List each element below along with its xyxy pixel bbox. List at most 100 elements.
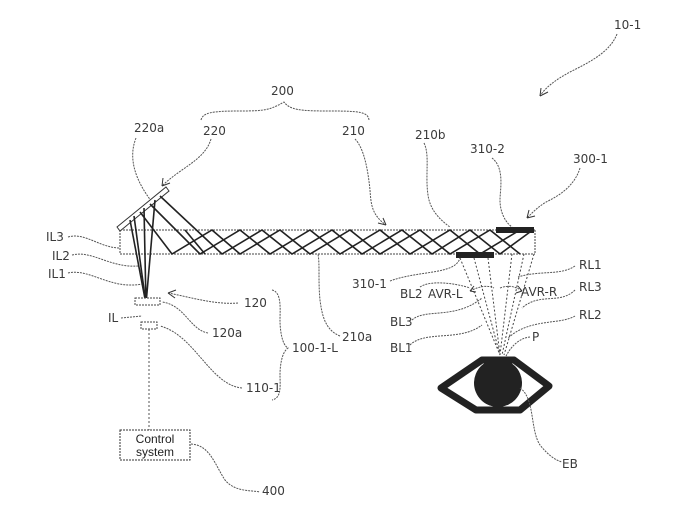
- image-light-labels: IL3 IL2 IL1 IL: [46, 230, 143, 325]
- angle-indicators: [469, 285, 523, 294]
- label-220a: 220a: [134, 121, 164, 135]
- label-avr-r: AVR-R: [521, 285, 557, 299]
- left-beam-labels: BL2 AVR-L BL3 BL1: [390, 282, 483, 355]
- label-310-2: 310-2: [470, 142, 505, 156]
- angle-arc-right: [499, 285, 523, 292]
- label-il: IL: [108, 311, 119, 325]
- eyeball-label-group: EB: [519, 387, 578, 471]
- waveguide-label-group: 210: [342, 124, 387, 226]
- beam-bl3: [487, 257, 501, 356]
- label-120: 120: [244, 296, 267, 310]
- label-210b: 210b: [415, 128, 446, 142]
- arrowhead-10-1: [539, 87, 549, 97]
- image-ray-il2: [143, 207, 147, 305]
- leader-220a: [132, 137, 153, 203]
- label-200: 200: [271, 84, 294, 98]
- leader-210: [354, 138, 387, 226]
- beam-rl2: [499, 253, 513, 356]
- control-box-line1: Control: [136, 432, 175, 446]
- pupil-label-group: P: [505, 330, 539, 357]
- lens-120: [134, 297, 161, 306]
- output-beams: [459, 253, 535, 356]
- light-source-110-1: [140, 321, 158, 330]
- guided-ray-3: [159, 195, 531, 256]
- control-box-line2: system: [136, 445, 174, 459]
- label-bl3: BL3: [390, 315, 413, 329]
- reflector-labels: 220a 220: [132, 121, 226, 203]
- projector-100-1-l: [134, 297, 161, 430]
- image-light-rays: [129, 199, 156, 305]
- label-bl1: BL1: [390, 341, 413, 355]
- image-ray-il: [129, 219, 147, 305]
- label-110-1: 110-1: [246, 381, 281, 395]
- beam-rl3: [501, 253, 525, 356]
- beam-bl1: [459, 257, 501, 356]
- label-rl2: RL2: [579, 308, 602, 322]
- label-bl2: BL2: [400, 287, 423, 301]
- reflector-220: [116, 186, 170, 232]
- eye: [437, 356, 553, 414]
- arrowhead-300-1: [526, 209, 536, 219]
- brace-200: [200, 101, 370, 121]
- out-coupler-310-1: [456, 252, 494, 258]
- leader-210b: [423, 142, 451, 228]
- leader-il1: [67, 271, 143, 286]
- leader-bl3: [411, 297, 483, 321]
- group-200: 200: [200, 84, 370, 121]
- reference-10-1: 10-1: [539, 18, 641, 97]
- image-ray-il1: [145, 199, 156, 305]
- leader-210a: [317, 253, 341, 337]
- label-210: 210: [342, 124, 365, 138]
- guided-ray-2: [149, 203, 521, 256]
- brace-100-1-l: [271, 289, 289, 401]
- label-p: P: [532, 330, 539, 344]
- reflector-plate: [116, 186, 170, 232]
- leader-220: [161, 138, 212, 187]
- beam-bl2: [473, 257, 501, 356]
- leader-310-2: [491, 157, 513, 228]
- leader-bl2: [419, 282, 471, 289]
- arrowhead-220: [161, 177, 171, 187]
- control-system: Control system 400: [119, 429, 285, 498]
- leader-310-1: [389, 257, 461, 282]
- label-eb: EB: [562, 457, 578, 471]
- leader-eb: [519, 387, 563, 463]
- angle-arrowhead-left: [469, 285, 477, 293]
- leader-120: [167, 292, 239, 304]
- leader-120a: [161, 301, 209, 334]
- leader-il: [120, 315, 143, 319]
- guided-ray-1: [139, 211, 521, 256]
- arrowhead-120: [167, 289, 177, 299]
- label-10-1: 10-1: [614, 18, 641, 32]
- leader-rl1: [517, 265, 576, 278]
- label-210b-group: 210b: [415, 128, 451, 228]
- arrowhead-210: [377, 217, 387, 226]
- leader-il2: [71, 253, 139, 267]
- label-210a: 210a: [342, 330, 372, 344]
- label-120a: 120a: [212, 326, 242, 340]
- leader-110-1: [159, 325, 243, 389]
- label-300-1-group: 300-1: [526, 152, 608, 219]
- leader-rl3: [521, 289, 576, 309]
- leader-rl2: [507, 315, 576, 339]
- label-210a-group: 210a: [317, 253, 372, 344]
- label-avr-l: AVR-L: [428, 287, 463, 301]
- label-300-1: 300-1: [573, 152, 608, 166]
- out-coupler-310-2: [496, 227, 534, 233]
- waveguide-210: [119, 195, 536, 255]
- leader-p: [505, 336, 531, 357]
- label-310-2-group: 310-2: [470, 142, 513, 228]
- beam-rl1: [503, 253, 535, 356]
- label-310-1-group: 310-1: [352, 257, 461, 291]
- projector-labels: 120 120a 110-1 100-1-L: [159, 289, 338, 401]
- guided-rays: [139, 195, 531, 256]
- label-il2: IL2: [52, 249, 70, 263]
- control-system-box: [119, 429, 191, 461]
- leader-bl1: [409, 324, 483, 346]
- label-il3: IL3: [46, 230, 64, 244]
- angle-arrowhead-right: [515, 285, 523, 294]
- label-rl1: RL1: [579, 258, 602, 272]
- leader-400: [190, 443, 261, 493]
- leader-10-1: [539, 33, 618, 97]
